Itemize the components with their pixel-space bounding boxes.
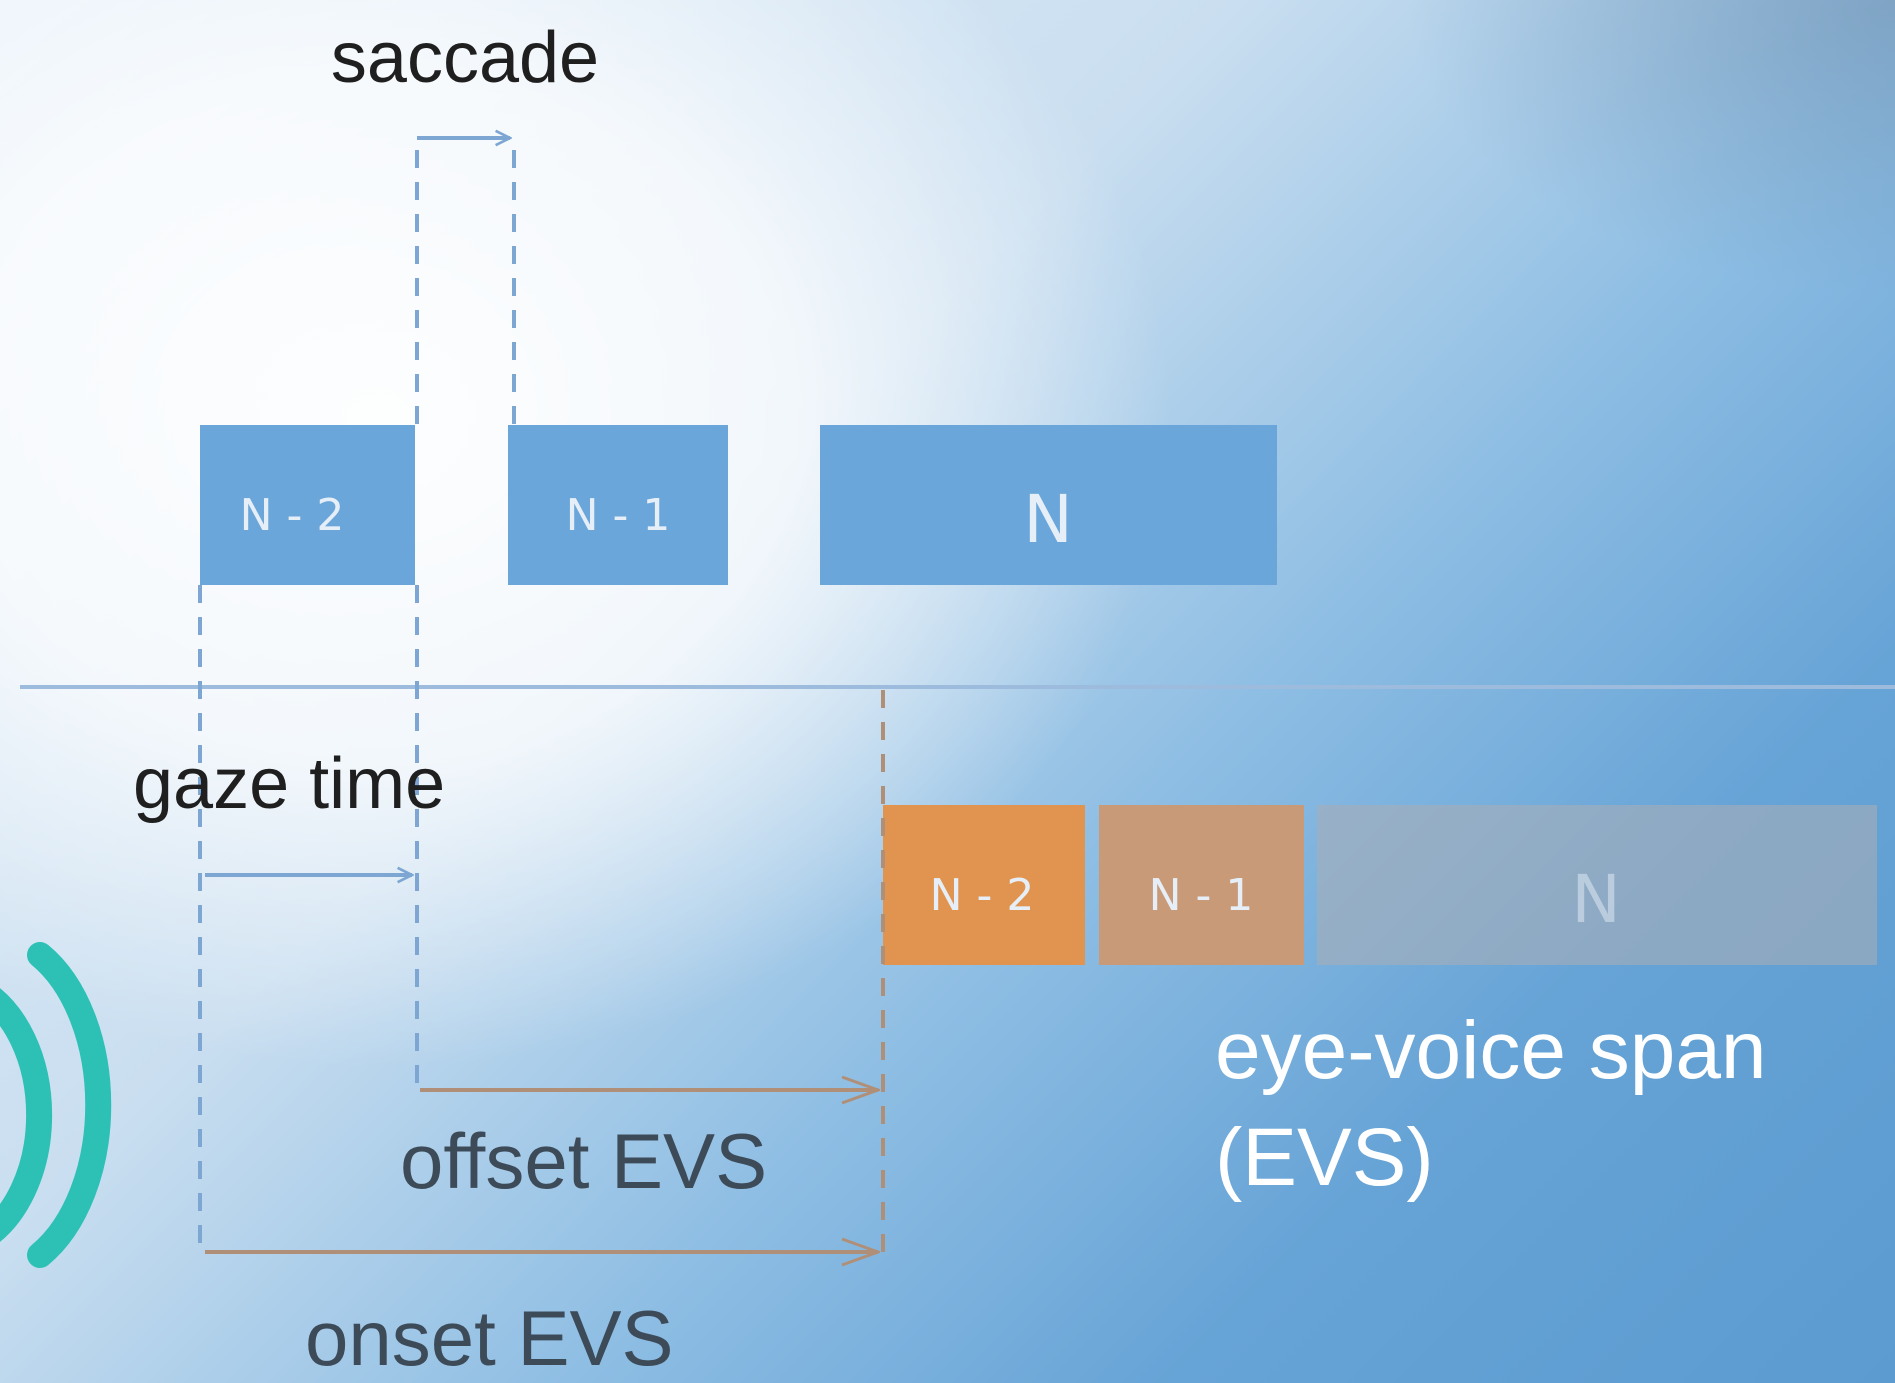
voice-box-n-1: N - 1 xyxy=(1099,805,1304,965)
evs-title-line2: (EVS) xyxy=(1215,1112,1434,1203)
voice-box-n-2: N - 2 xyxy=(883,805,1085,965)
eye-box-n-2: N - 2 xyxy=(200,425,415,585)
voice-box-n-2-label: N - 2 xyxy=(930,870,1035,921)
sound-wave-icon xyxy=(0,942,112,1268)
eye-box-n-label: N xyxy=(1023,481,1072,558)
saccade-label: saccade xyxy=(331,18,599,98)
gaze-time-label: gaze time xyxy=(133,744,445,824)
eye-box-n-1: N - 1 xyxy=(508,425,728,585)
eye-box-n: N xyxy=(820,425,1277,585)
voice-box-n-label: N xyxy=(1571,861,1620,938)
eye-box-n-2-label: N - 2 xyxy=(240,490,345,541)
onset-evs-label: onset EVS xyxy=(305,1294,674,1382)
voice-box-n-1-label: N - 1 xyxy=(1149,870,1254,921)
voice-box-n: N xyxy=(1317,805,1877,965)
offset-evs-label: offset EVS xyxy=(400,1117,767,1205)
eye-box-n-1-label: N - 1 xyxy=(566,490,671,541)
evs-title-line1: eye-voice span xyxy=(1215,1005,1767,1096)
